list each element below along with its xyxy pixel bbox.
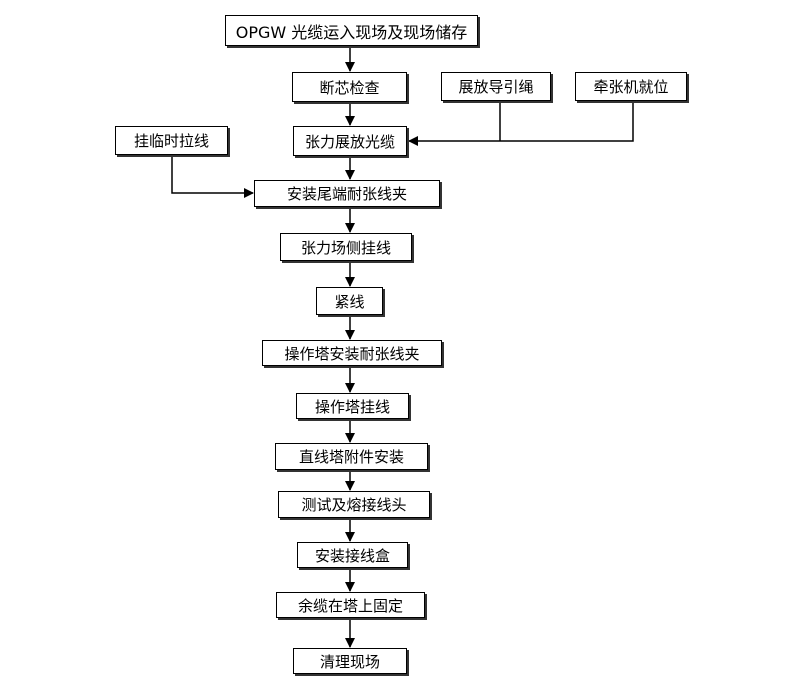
connector (171, 156, 254, 198)
step-tightening: 紧线 (316, 287, 383, 315)
step-core-check: 断芯检查 (292, 72, 407, 102)
connector (408, 102, 634, 146)
step-clean-site: 清理现场 (293, 648, 407, 674)
step-junction-box: 安装接线盒 (297, 542, 408, 568)
side-temp-stay: 挂临时拉线 (115, 126, 228, 155)
step-tension-stringing: 张力展放光缆 (293, 126, 407, 156)
step-fix-spare-cable: 余缆在塔上固定 (276, 592, 425, 618)
step-operate-tower-hang: 操作塔挂线 (296, 393, 409, 419)
step-test-splice: 测试及熔接线头 (278, 491, 430, 518)
step-transport-storage: OPGW 光缆运入现场及现场储存 (225, 15, 478, 46)
side-guide-rope: 展放导引绳 (441, 72, 551, 101)
step-end-clamp: 安装尾端耐张线夹 (254, 180, 440, 207)
side-tension-machine: 牵张机就位 (575, 72, 687, 101)
step-operate-tower-clamp: 操作塔安装耐张线夹 (262, 340, 442, 366)
step-tension-side-hang: 张力场侧挂线 (280, 233, 412, 261)
step-tangent-accessories: 直线塔附件安装 (275, 443, 428, 470)
